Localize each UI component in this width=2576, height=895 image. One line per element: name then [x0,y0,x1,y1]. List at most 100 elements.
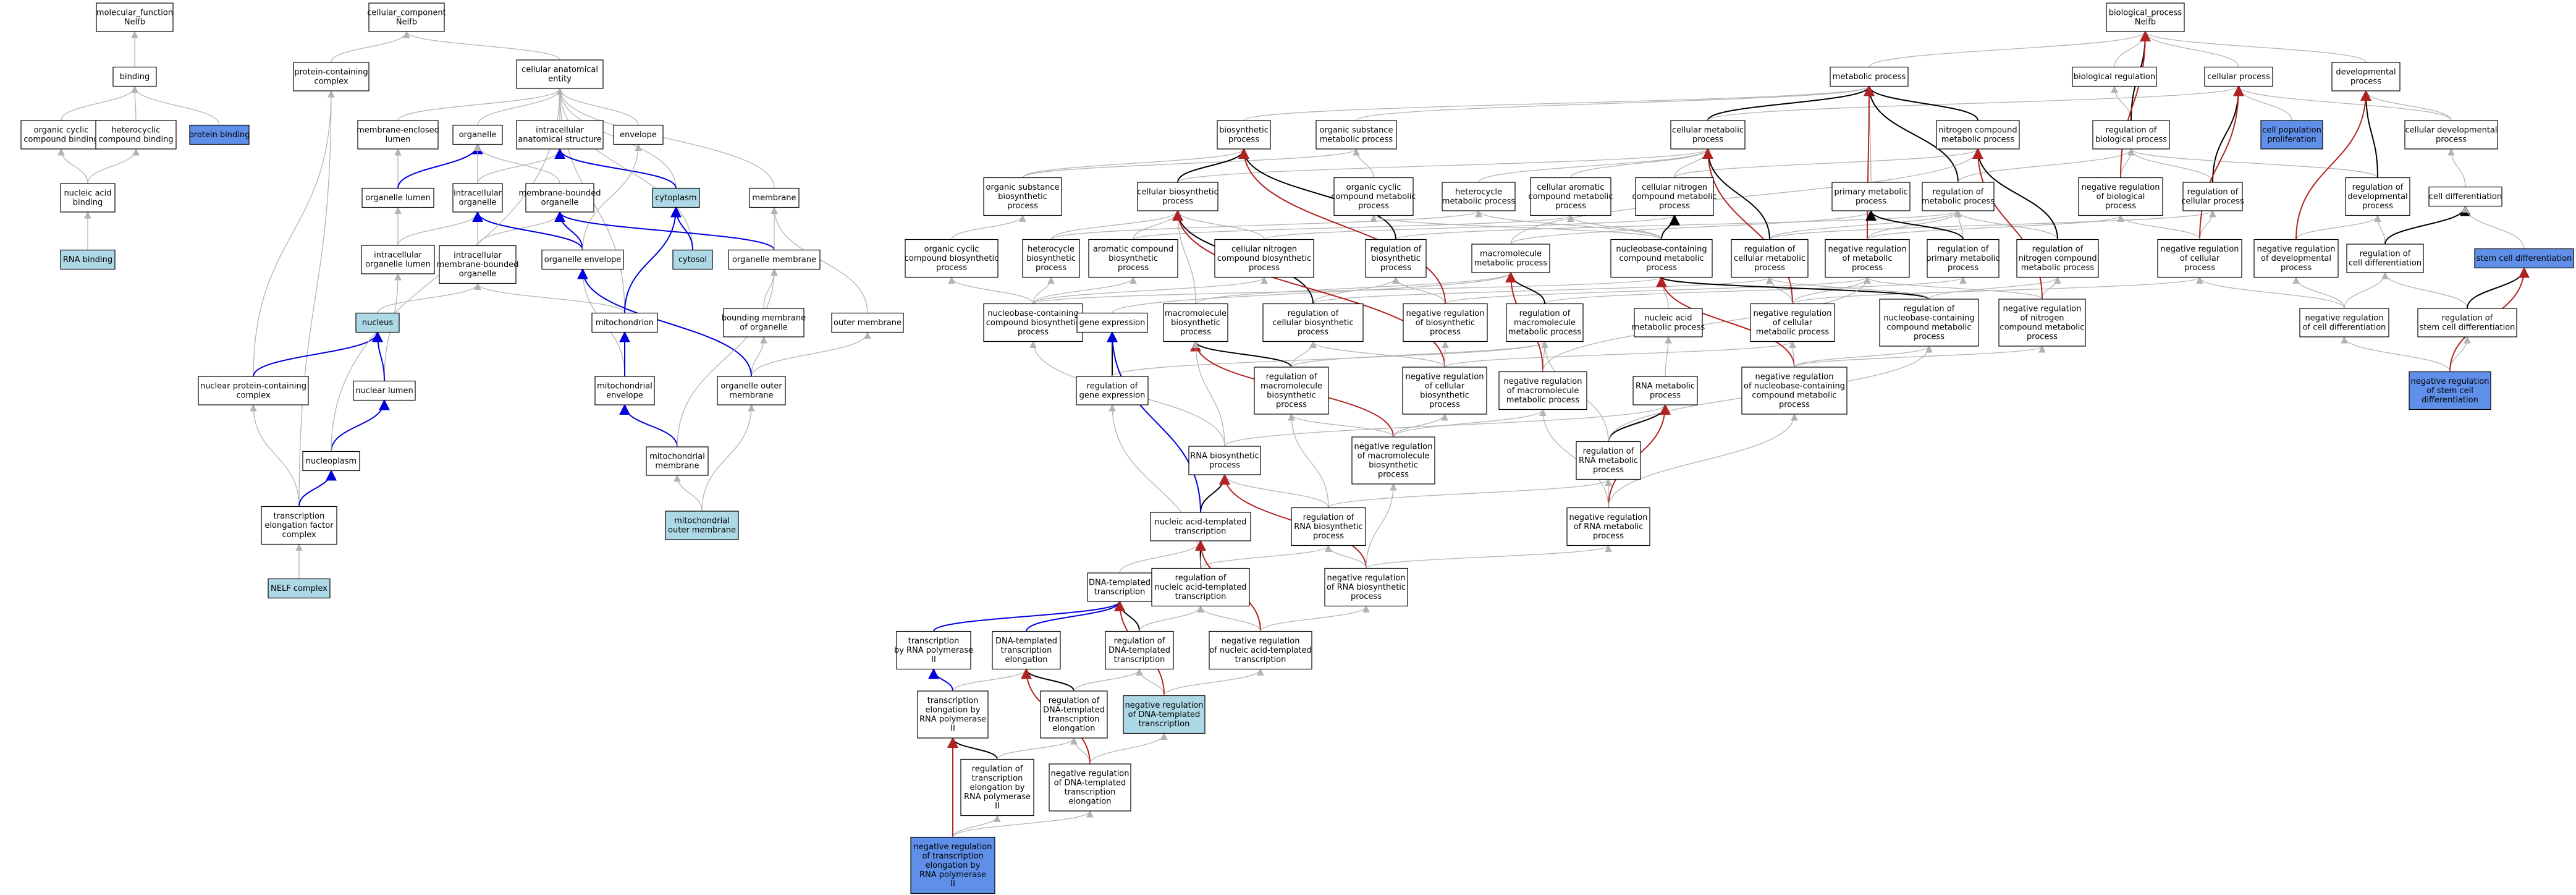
go-term-node-nelf[interactable]: NELF complex [268,578,331,599]
go-term-node-rmbp[interactable]: regulation ofmacromoleculebiosyntheticpr… [1254,367,1329,415]
go-term-node-olumen[interactable]: organelle lumen [361,187,434,208]
go-term-node-nucleoplasm[interactable]: nucleoplasm [302,451,360,472]
go-term-node-rnab[interactable]: RNA binding [60,249,116,270]
go-term-node-membrane[interactable]: membrane [749,187,800,208]
go-term-node-gexp[interactable]: gene expression [1076,312,1148,333]
go-term-node-rdtte[interactable]: regulation ofDNA-templatedtranscriptione… [1040,690,1108,739]
go-term-node-scd[interactable]: stem cell differentiation [2474,248,2574,269]
go-term-node-organelle[interactable]: organelle [452,124,503,145]
go-term-node-cp[interactable]: cellular process [2204,66,2273,87]
go-term-node-binding[interactable]: binding [112,66,157,87]
go-term-node-cytosol[interactable]: cytosol [672,249,713,270]
go-term-node-mp[interactable]: metabolic process [1830,66,1909,87]
go-term-node-nlumen[interactable]: nuclear lumen [353,380,416,401]
go-term-node-cdiff[interactable]: cell differentiation [2428,186,2502,207]
go-term-node-outmem[interactable]: outer membrane [831,312,904,333]
go-term-node-nucleus[interactable]: nucleus [355,312,400,333]
go-term-node-mito[interactable]: mitochondrion [591,312,658,333]
go-term-node-breg[interactable]: biological regulation [2072,66,2157,87]
go-term-node-protbind[interactable]: protein binding [189,124,250,145]
go-term-node-oenv[interactable]: organelle envelope [541,249,624,270]
go-term-node-omem[interactable]: organelle membrane [728,249,821,270]
go-term-node-rnccmp[interactable]: regulation ofnucleobase-containingcompou… [1879,299,1979,347]
